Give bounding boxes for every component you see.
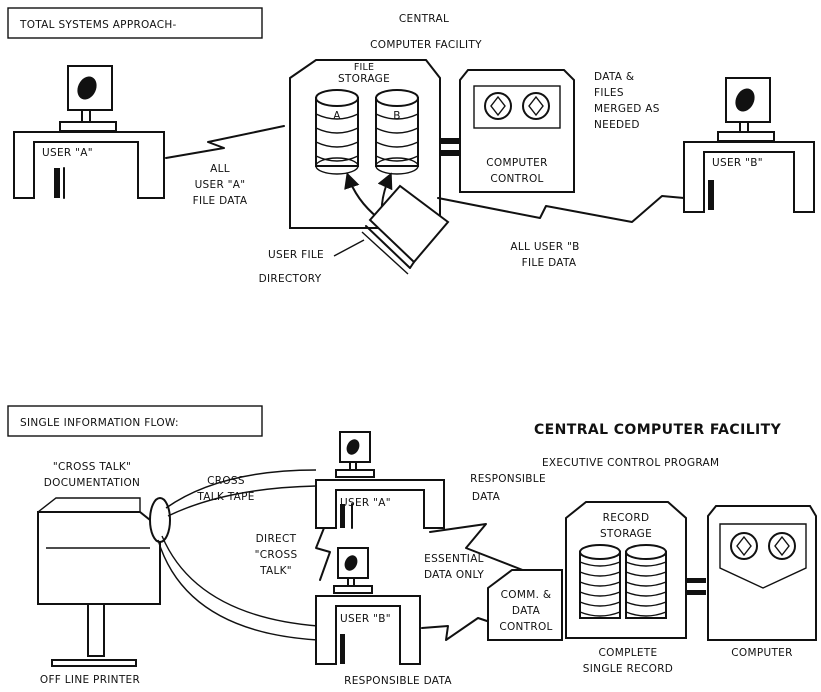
user-b-link bbox=[438, 196, 684, 222]
user-b-comm-link bbox=[422, 618, 490, 640]
merge-note-3: MERGED AS bbox=[594, 103, 660, 115]
drum-a-label: A bbox=[333, 110, 341, 122]
cross-talk-tape-1: CROSS bbox=[207, 475, 245, 487]
responsible-data-a-1: RESPONSIBLE bbox=[470, 473, 546, 485]
computer-control-unit: COMPUTER CONTROL bbox=[460, 70, 574, 192]
bottom-user-b-label: USER "B" bbox=[340, 613, 391, 625]
record-drum-right bbox=[626, 545, 666, 618]
top-title: TOTAL SYSTEMS APPROACH- bbox=[19, 19, 177, 31]
drum-b-label: B bbox=[393, 110, 401, 122]
computer-control-label-2: CONTROL bbox=[490, 173, 543, 185]
offline-printer-label: OFF LINE PRINTER bbox=[40, 674, 140, 686]
user-b-data-1: ALL USER "B bbox=[510, 241, 579, 253]
top-section: TOTAL SYSTEMS APPROACH- CENTRAL COMPUTER… bbox=[8, 8, 814, 285]
drum-a: A bbox=[316, 90, 358, 174]
comm-control-2: DATA bbox=[512, 605, 541, 617]
computer-control-label-1: COMPUTER bbox=[486, 157, 547, 169]
bottom-title: SINGLE INFORMATION FLOW: bbox=[20, 417, 179, 429]
comm-control-1: COMM. & bbox=[501, 589, 552, 601]
user-a-desk bbox=[14, 132, 164, 198]
record-storage-1: RECORD bbox=[603, 512, 650, 524]
user-a-terminal: USER "A" bbox=[14, 66, 164, 198]
cross-talk-doc-2: DOCUMENTATION bbox=[44, 477, 140, 489]
printer-reel bbox=[150, 498, 170, 542]
merge-note-2: FILES bbox=[594, 87, 624, 99]
direct-cross-talk-link bbox=[316, 528, 330, 580]
computer-label: COMPUTER bbox=[731, 647, 792, 659]
user-b-label: USER "B" bbox=[712, 157, 763, 169]
bottom-user-b-terminal: USER "B" bbox=[316, 548, 420, 664]
essential-data-2: DATA ONLY bbox=[424, 569, 484, 581]
offline-printer: OFF LINE PRINTER bbox=[38, 498, 170, 686]
record-storage-unit: RECORD STORAGE bbox=[566, 502, 686, 638]
exec-program: EXECUTIVE CONTROL PROGRAM bbox=[542, 457, 719, 469]
drum-b: B bbox=[376, 90, 418, 174]
user-b-desk bbox=[684, 142, 814, 212]
complete-record-2: SINGLE RECORD bbox=[583, 663, 673, 675]
merge-note-1: DATA & bbox=[594, 71, 634, 83]
user-a-label: USER "A" bbox=[42, 147, 93, 159]
central-title-line1: CENTRAL bbox=[399, 13, 449, 25]
computer-cabinet bbox=[708, 506, 816, 640]
merge-note-4: NEEDED bbox=[594, 119, 640, 131]
bottom-section: SINGLE INFORMATION FLOW: CENTRAL COMPUTE… bbox=[8, 406, 816, 687]
bottom-user-a-label: USER "A" bbox=[340, 497, 391, 509]
cross-talk-doc-1: "CROSS TALK" bbox=[53, 461, 131, 473]
comm-data-control-unit: COMM. & DATA CONTROL bbox=[488, 570, 562, 640]
central-title-line2: COMPUTER FACILITY bbox=[370, 39, 482, 51]
cross-talk-tape-2: TALK TAPE bbox=[196, 491, 254, 503]
directory-pointer bbox=[334, 240, 364, 256]
bottom-user-a-terminal: USER "A" bbox=[316, 432, 444, 528]
direct-cross-talk-3: TALK" bbox=[259, 565, 292, 577]
directory-label-2: DIRECTORY bbox=[259, 273, 322, 285]
responsible-data-b: RESPONSIBLE DATA bbox=[344, 675, 452, 687]
printer-body bbox=[38, 512, 160, 604]
printer-stand bbox=[88, 604, 104, 656]
user-a-link bbox=[166, 126, 284, 158]
responsible-data-a-2: DATA bbox=[472, 491, 501, 503]
central-header: CENTRAL COMPUTER FACILITY bbox=[534, 422, 782, 438]
user-b-terminal: USER "B" bbox=[684, 78, 814, 212]
direct-cross-talk-2: "CROSS bbox=[255, 549, 298, 561]
computer-unit bbox=[708, 506, 816, 640]
file-storage-label-1: FILE bbox=[354, 62, 374, 73]
essential-data-1: ESSENTIAL bbox=[424, 553, 484, 565]
record-drum-left bbox=[580, 545, 620, 618]
complete-record-1: COMPLETE bbox=[599, 647, 658, 659]
directory-label-1: USER FILE bbox=[268, 249, 324, 261]
record-storage-2: STORAGE bbox=[600, 528, 652, 540]
direct-cross-talk-1: DIRECT bbox=[256, 533, 297, 545]
user-a-data-1: ALL bbox=[210, 163, 230, 175]
comm-control-3: CONTROL bbox=[499, 621, 552, 633]
bottom-user-b-desk bbox=[316, 596, 420, 664]
user-b-data-2: FILE DATA bbox=[522, 257, 577, 269]
file-storage-label-2: STORAGE bbox=[338, 73, 390, 85]
user-a-data-2: USER "A" bbox=[195, 179, 246, 191]
user-a-data-3: FILE DATA bbox=[193, 195, 248, 207]
